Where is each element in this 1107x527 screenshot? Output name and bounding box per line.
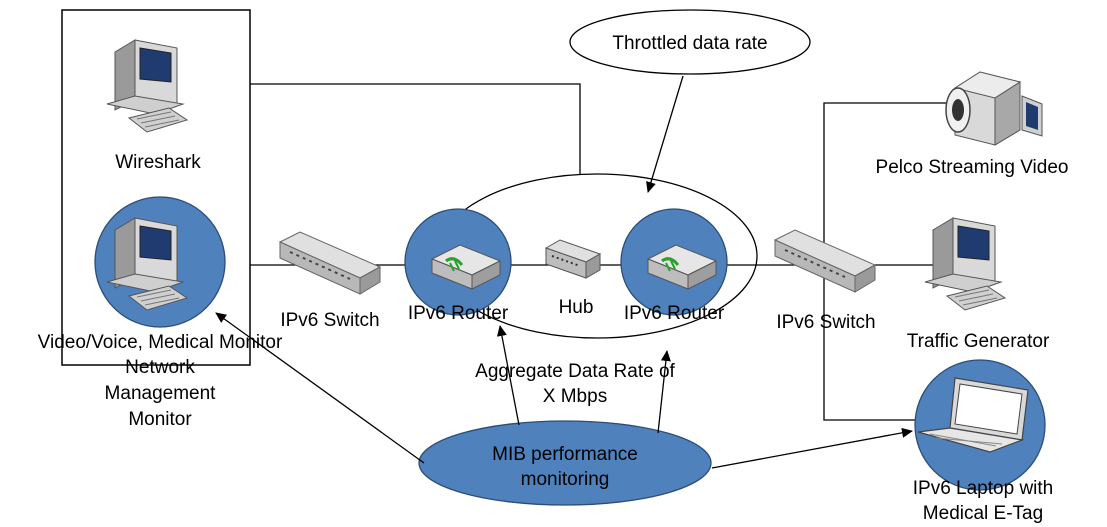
- left-router-label: IPv6 Router: [408, 303, 509, 324]
- hub-label: Hub: [559, 297, 594, 318]
- left-switch-label: IPv6 Switch: [280, 310, 379, 331]
- wireshark-computer-icon: [106, 39, 188, 133]
- laptop-icon: [917, 377, 1029, 453]
- laptop-label-line2: Medical E-Tag: [923, 503, 1043, 524]
- throttled-ellipse: [569, 9, 811, 75]
- laptop-label-line1: IPv6 Laptop with: [913, 478, 1053, 499]
- video-camera-icon: [945, 71, 1043, 146]
- left-switch-icon: [279, 231, 381, 295]
- right-switch-icon: [774, 229, 876, 293]
- aggregate-label-line1: Aggregate Data Rate of: [475, 361, 675, 382]
- hub-icon: [544, 239, 602, 279]
- monitor-station-frame: [61, 9, 251, 366]
- netmgmt-label-line2: Management: [105, 383, 217, 404]
- mib-label-line2: monitoring: [521, 469, 610, 490]
- mib-label-line1: MIB performance: [492, 444, 638, 465]
- video-voice-label: Video/Voice, Medical Monitor: [38, 332, 283, 353]
- throttled-arrow: [646, 75, 684, 193]
- netmgmt-label-line3: Monitor: [128, 409, 192, 430]
- right-router-label: IPv6 Router: [624, 303, 725, 324]
- traffic-generator-label: Traffic Generator: [907, 331, 1050, 352]
- aggregate-label-line2: X Mbps: [543, 386, 607, 407]
- throttled-label: Throttled data rate: [612, 33, 767, 54]
- traffic-generator-computer-icon: [924, 217, 1006, 311]
- mib-ellipse: [418, 420, 712, 506]
- pelco-label: Pelco Streaming Video: [876, 157, 1069, 178]
- wireshark-label: Wireshark: [115, 152, 201, 173]
- netmgmt-label-line1: Network: [125, 357, 195, 378]
- right-switch-label: IPv6 Switch: [776, 312, 875, 333]
- mib-arrows: [215, 312, 913, 469]
